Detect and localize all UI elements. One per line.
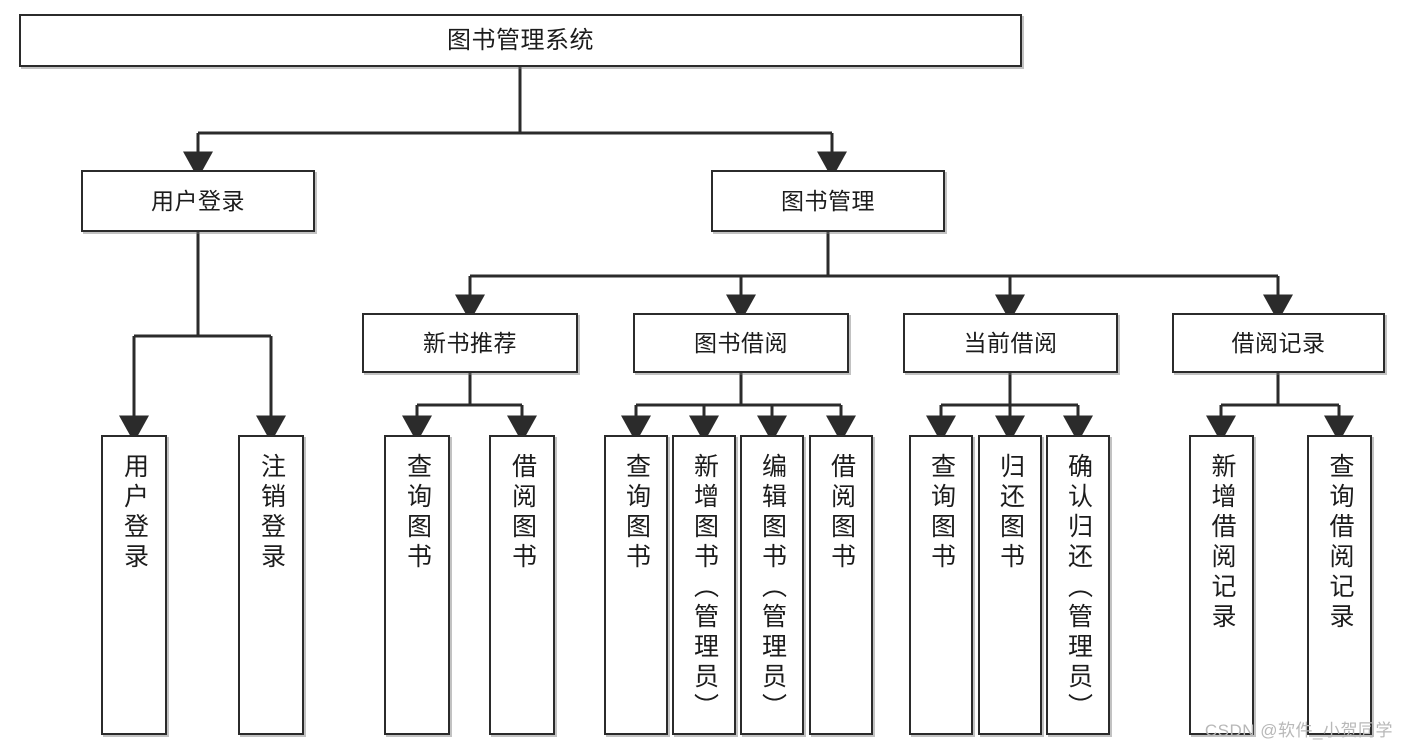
node-borrow-record[interactable]: 借阅记录: [1172, 313, 1385, 373]
node-label: 当前借阅: [963, 329, 1058, 356]
node-label: 注销登录: [257, 453, 286, 573]
node-book-borrow[interactable]: 图书借阅: [633, 313, 849, 373]
node-new-book-recommend[interactable]: 新书推荐: [362, 313, 578, 373]
node-leaf-query-book-current[interactable]: 查询图书: [909, 435, 973, 735]
node-leaf-borrow-book-recommend[interactable]: 借阅图书: [489, 435, 555, 735]
node-label: 新书推荐: [423, 329, 517, 356]
node-label: 查询借阅记录: [1326, 453, 1354, 633]
node-label: 图书管理: [781, 187, 875, 214]
node-label: 查询图书: [622, 453, 651, 573]
node-leaf-query-book-borrow[interactable]: 查询图书: [604, 435, 668, 735]
node-label: 借阅图书: [508, 453, 537, 573]
node-book-manage[interactable]: 图书管理: [711, 170, 945, 232]
node-leaf-borrow-book[interactable]: 借阅图书: [809, 435, 873, 735]
node-leaf-return-book[interactable]: 归还图书: [978, 435, 1042, 735]
node-label: 借阅记录: [1231, 329, 1326, 356]
node-label: 图书管理系统: [447, 26, 594, 54]
node-leaf-edit-book[interactable]: 编辑图书（管理员）: [740, 435, 804, 735]
node-label: 新增借阅记录: [1208, 453, 1236, 633]
node-leaf-query-borrow-record[interactable]: 查询借阅记录: [1307, 435, 1372, 735]
csdn-watermark: CSDN @软件_小贺同学: [1204, 721, 1393, 740]
node-label: 归还图书: [996, 453, 1025, 573]
node-leaf-add-book[interactable]: 新增图书（管理员）: [672, 435, 736, 735]
node-label: 确认归还（管理员）: [1064, 453, 1093, 723]
node-leaf-add-borrow-record[interactable]: 新增借阅记录: [1189, 435, 1254, 735]
node-root-system[interactable]: 图书管理系统: [19, 14, 1022, 67]
node-leaf-confirm-return[interactable]: 确认归还（管理员）: [1046, 435, 1110, 735]
node-label: 用户登录: [120, 453, 149, 573]
node-label: 借阅图书: [827, 453, 856, 573]
node-leaf-query-book-recommend[interactable]: 查询图书: [384, 435, 450, 735]
node-label: 新增图书（管理员）: [690, 453, 719, 723]
node-label: 查询图书: [403, 453, 432, 573]
node-current-borrow[interactable]: 当前借阅: [903, 313, 1118, 373]
node-leaf-user-login[interactable]: 用户登录: [101, 435, 167, 735]
node-label: 用户登录: [151, 187, 245, 214]
node-label: 编辑图书（管理员）: [758, 453, 787, 723]
node-leaf-user-logout[interactable]: 注销登录: [238, 435, 304, 735]
node-user-login[interactable]: 用户登录: [81, 170, 315, 232]
node-label: 查询图书: [927, 453, 956, 573]
node-label: 图书借阅: [694, 329, 788, 356]
